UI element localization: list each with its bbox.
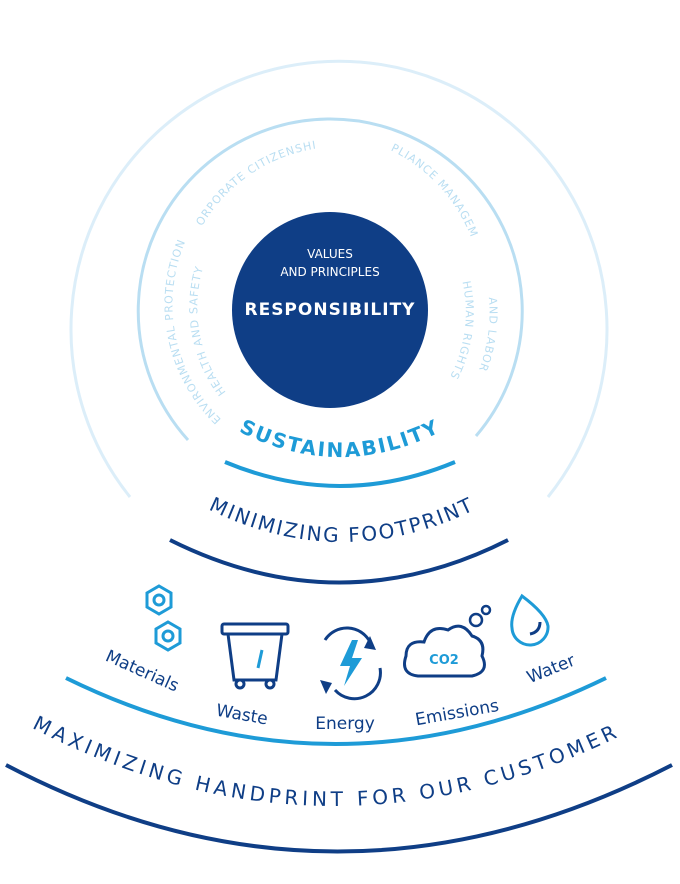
core-line-principles: AND PRINCIPLES: [280, 265, 380, 279]
waste-bin-icon: [220, 622, 290, 690]
water-label: Water: [524, 651, 578, 688]
handprint-arc: [5, 763, 673, 854]
energy-bolt-icon: [320, 626, 382, 701]
energy-label: Energy: [315, 714, 375, 734]
hex-nut-icon: [145, 584, 182, 652]
human-rights-label: HUMAN RIGHTS: [447, 280, 476, 382]
waste-label: Waste: [214, 701, 269, 730]
water-drop-icon: [510, 593, 550, 647]
compliance-management-label: COMPLIANCE MANAGEMENT: [0, 0, 481, 239]
responsibility-core: [232, 212, 428, 408]
core-title: RESPONSIBILITY: [244, 300, 416, 320]
core-line-values: VALUES: [307, 247, 353, 261]
sustainability-label: SUSTAINABILITY: [236, 414, 443, 462]
inner-ring: [136, 117, 524, 442]
co2-cloud-icon: CO2: [403, 604, 492, 678]
co2-text: CO2: [429, 653, 459, 668]
footprint-label: MINIMIZING FOOTPRINT: [206, 492, 478, 547]
and-labor-label: AND LABOR: [476, 297, 500, 374]
outer-ring: [69, 59, 609, 498]
categories-arc: [65, 676, 607, 746]
footprint-arc: [169, 538, 509, 585]
sustainability-arc: [224, 460, 456, 488]
materials-label: Materials: [102, 646, 181, 696]
